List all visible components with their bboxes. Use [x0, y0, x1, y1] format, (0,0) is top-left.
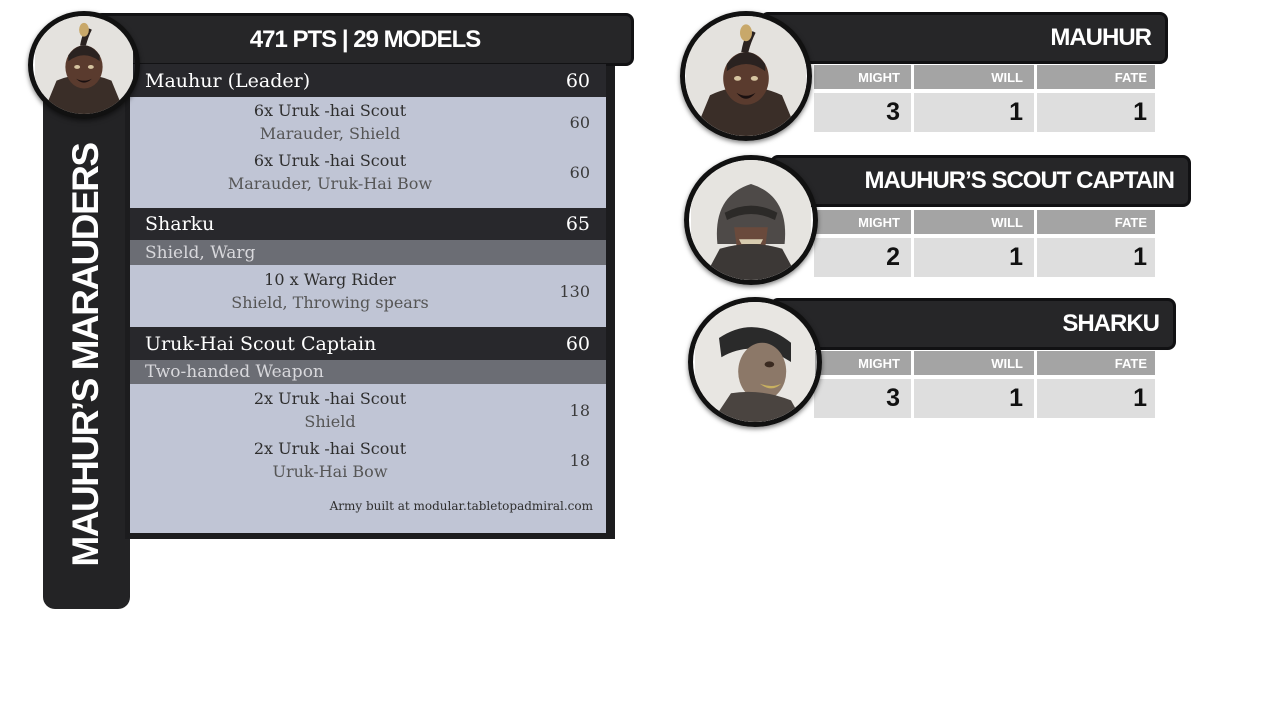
will-value: 1	[911, 238, 1031, 277]
will-label: WILL	[911, 210, 1031, 234]
unit-row: 2x Uruk -hai Scout Uruk-Hai Bow 18	[130, 439, 606, 487]
leader-name: Uruk-Hai Scout Captain	[145, 332, 377, 355]
fate-label: FATE	[1034, 65, 1155, 89]
unit-row: 6x Uruk -hai Scout Marauder, Uruk-Hai Bo…	[130, 151, 606, 199]
will-value: 1	[911, 93, 1031, 132]
might-label: MIGHT	[858, 214, 900, 230]
fate-value: 1	[1034, 379, 1155, 418]
orc-face-icon	[695, 302, 815, 422]
leader-name: Sharku	[145, 213, 215, 235]
warband-leader-row: Sharku 65	[130, 208, 606, 240]
stat-value-row: 3 1 1	[814, 93, 1155, 132]
orc-miniature-icon	[35, 16, 133, 114]
stat-header-row: MIGHT WILL FATE	[814, 210, 1155, 234]
mauhur-portrait	[680, 11, 812, 141]
mauhur-portrait	[28, 11, 140, 119]
unit-name: 10 x Warg Rider	[264, 270, 396, 289]
leader-options-row: Shield, Warg	[130, 240, 606, 265]
will-value: 1	[911, 379, 1031, 418]
fate-value: 1	[1034, 93, 1155, 132]
warband-leader-row: Mauhur (Leader) 60	[130, 64, 606, 97]
warband-leader-row: Uruk-Hai Scout Captain 60	[130, 327, 606, 360]
might-label: MIGHT	[858, 69, 900, 85]
unit-options: Shield	[304, 412, 356, 431]
profile-name-bar: MAUHUR’S SCOUT CAPTAIN	[770, 155, 1191, 207]
unit-points: 60	[569, 163, 590, 182]
profile-name: MAUHUR	[1050, 24, 1152, 51]
fate-value: 1	[1034, 238, 1155, 277]
stat-value-row: 3 1 1	[814, 379, 1155, 418]
stat-value-row: 2 1 1	[814, 238, 1155, 277]
roster-footer: Army built at modular.tabletopadmiral.co…	[329, 499, 593, 513]
unit-name: 6x Uruk -hai Scout	[253, 151, 407, 170]
unit-name: 2x Uruk -hai Scout	[253, 389, 407, 408]
unit-row: 2x Uruk -hai Scout Shield 18	[130, 389, 606, 437]
unit-options: Marauder, Shield	[259, 124, 401, 143]
orc-miniature-icon	[686, 16, 806, 136]
unit-points: 18	[569, 401, 590, 420]
will-label: WILL	[911, 65, 1031, 89]
leader-points: 65	[565, 213, 590, 235]
scout-captain-portrait	[684, 155, 818, 285]
army-title-bar	[43, 60, 130, 609]
profile-name: MAUHUR’S SCOUT CAPTAIN	[864, 167, 1175, 194]
stat-header-row: MIGHT WILL FATE	[814, 351, 1155, 375]
will-label: WILL	[911, 351, 1031, 375]
unit-points: 130	[559, 282, 590, 301]
leader-points: 60	[565, 69, 590, 92]
leader-options: Shield, Warg	[145, 242, 256, 263]
stat-header-row: MIGHT WILL FATE	[814, 65, 1155, 89]
fate-label: FATE	[1034, 210, 1155, 234]
profile-name-bar: MAUHUR	[760, 12, 1168, 64]
unit-name: 6x Uruk -hai Scout	[253, 101, 407, 120]
unit-row: 10 x Warg Rider Shield, Throwing spears …	[130, 270, 606, 318]
helmeted-orc-icon	[691, 160, 811, 280]
unit-options: Shield, Throwing spears	[231, 293, 429, 312]
leader-options-row: Two-handed Weapon	[130, 360, 606, 384]
sharku-portrait	[688, 297, 822, 427]
might-value: 3	[886, 384, 900, 412]
roster-panel	[130, 64, 606, 533]
unit-points: 60	[569, 113, 590, 132]
might-value: 3	[886, 98, 900, 126]
unit-options: Uruk-Hai Bow	[272, 462, 388, 481]
leader-name: Mauhur (Leader)	[145, 69, 311, 92]
unit-name: 2x Uruk -hai Scout	[253, 439, 407, 458]
unit-points: 18	[569, 451, 590, 470]
might-label: MIGHT	[858, 355, 900, 371]
fate-label: FATE	[1034, 351, 1155, 375]
unit-row: 6x Uruk -hai Scout Marauder, Shield 60	[130, 101, 606, 149]
might-value: 2	[886, 243, 900, 271]
leader-points: 60	[565, 332, 590, 355]
profile-name: SHARKU	[1062, 310, 1160, 337]
army-summary: 471 PTS | 29 MODELS	[249, 25, 481, 53]
unit-options: Marauder, Uruk-Hai Bow	[227, 174, 433, 193]
profile-name-bar: SHARKU	[770, 298, 1176, 350]
army-title: MAUHUR’S MARAUDERS	[65, 143, 106, 567]
leader-options: Two-handed Weapon	[145, 362, 324, 382]
